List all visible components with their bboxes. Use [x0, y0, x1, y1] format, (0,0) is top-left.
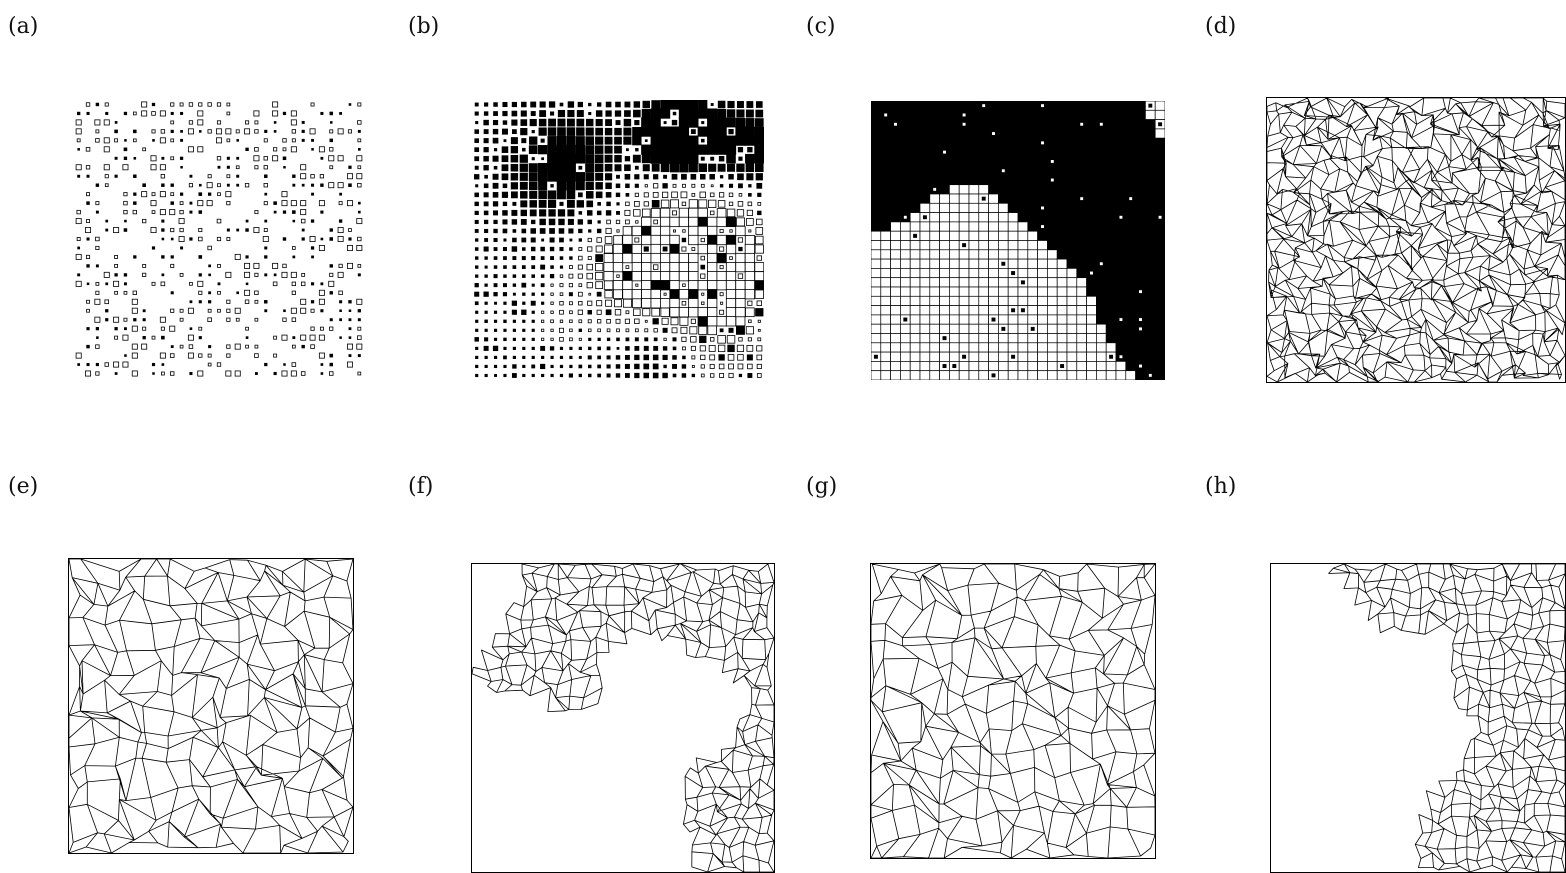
panel-e-graphic [68, 558, 354, 854]
panel-label-b: (b) [408, 16, 439, 38]
panel-label-a: (a) [8, 16, 38, 38]
panel-f-graphic [471, 563, 775, 873]
panel-label-c: (c) [806, 16, 836, 38]
panel-c-graphic [871, 101, 1165, 380]
panel-b-graphic [472, 100, 764, 380]
panel-h-graphic [1270, 563, 1566, 873]
panel-label-d: (d) [1205, 16, 1236, 38]
panel-g-graphic [870, 563, 1156, 859]
panel-label-h: (h) [1205, 476, 1236, 498]
panel-label-g: (g) [806, 476, 837, 498]
panel-label-f: (f) [408, 476, 433, 498]
panel-d-graphic [1266, 97, 1566, 383]
panel-a-graphic [74, 100, 364, 378]
panel-label-e: (e) [8, 476, 38, 498]
